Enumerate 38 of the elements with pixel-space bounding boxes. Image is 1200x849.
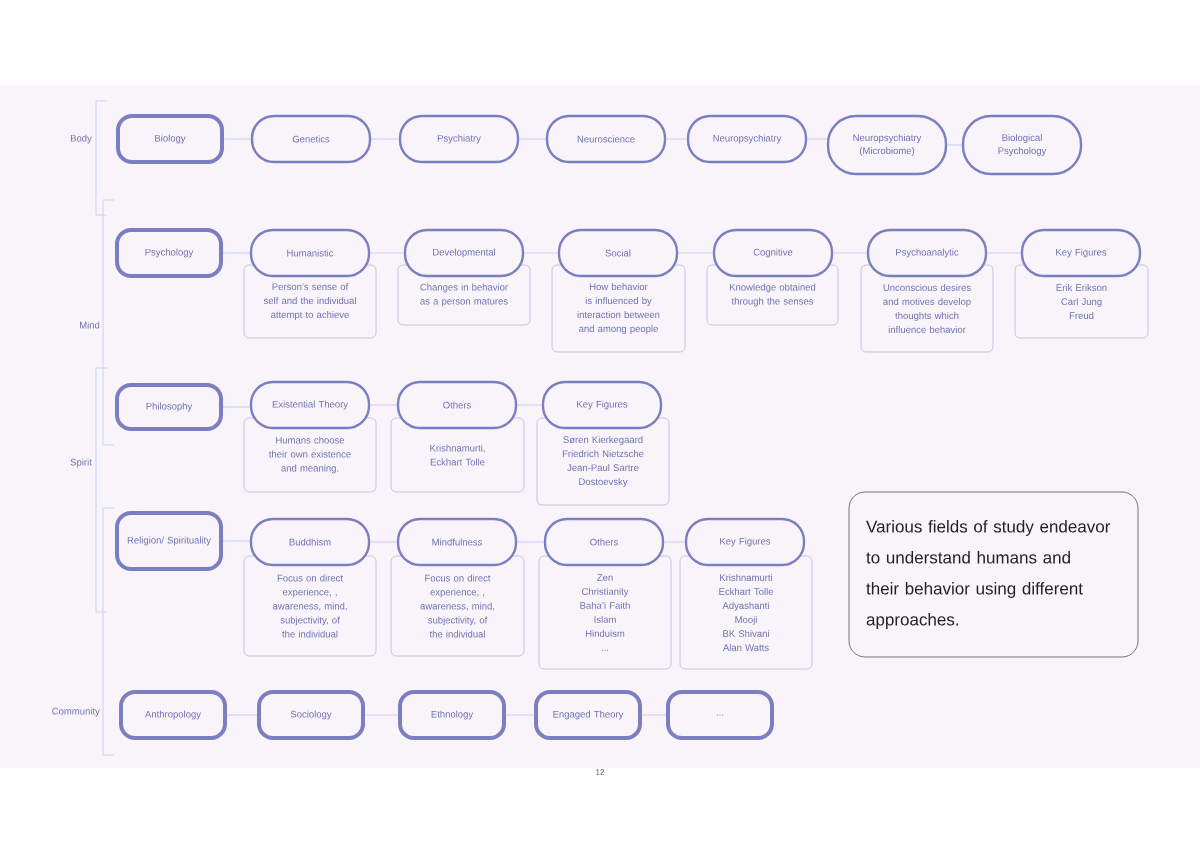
topic-pill: Mindfulness xyxy=(396,517,518,567)
category-box: Biology xyxy=(116,114,224,164)
category-box: Psychology xyxy=(115,228,223,278)
note-box: Various fields of study endeavor to understand humans and their behavior using different approaches. xyxy=(848,491,1139,658)
topic-pill: Developmental xyxy=(403,228,525,278)
group-label: Mind xyxy=(80,321,100,329)
topic-pill: Psychiatry xyxy=(398,114,520,164)
group-label: Spirit xyxy=(70,458,92,468)
category-box: Anthropology xyxy=(119,690,227,740)
topic-pill: Key Figures xyxy=(1020,228,1142,278)
category-box: Engaged Theory xyxy=(534,690,642,740)
topic-pill: Others xyxy=(543,517,665,567)
topic-pill: Neuropsychiatry xyxy=(686,114,808,164)
topic-pill: Genetics xyxy=(250,114,372,164)
topic-pill: Others xyxy=(396,380,518,430)
topic-pill: Existential Theory xyxy=(249,380,371,430)
topic-pill: Neuropsychiatry (Microbiome) xyxy=(826,114,948,176)
topic-pill: Key Figures xyxy=(541,380,663,430)
category-box: Religion/ Spirituality xyxy=(115,511,223,571)
topic-pill: Social xyxy=(557,228,679,278)
category-box: Ethnology xyxy=(398,690,506,740)
topic-pill: Psychoanalytic xyxy=(866,228,988,278)
category-box: Sociology xyxy=(257,690,365,740)
description-box: Zen Christianity Baha’i Faith Islam Hinduism ... xyxy=(538,555,672,670)
category-box: ... xyxy=(666,690,774,740)
group-label: Community xyxy=(52,707,100,717)
topic-pill: Cognitive xyxy=(712,228,834,278)
topic-pill: Humanistic xyxy=(249,228,371,278)
group-label: Body xyxy=(70,134,92,144)
description-box: Focus on direct experience, , awareness, mind, subjectivity, of the individual xyxy=(390,555,525,657)
description-box: Krishnamurti Eckhart Tolle Adyashanti Mooji BK Shivani Alan Watts xyxy=(679,555,813,670)
category-box: Philosophy xyxy=(115,383,223,431)
topic-pill: Key Figures xyxy=(684,517,806,567)
topic-pill: Biological Psychology xyxy=(961,114,1083,176)
description-box: Focus on direct experience, , awareness, mind, subjectivity, of the individual xyxy=(243,555,377,657)
topic-pill: Neuroscience xyxy=(545,114,667,164)
page-number: 12 xyxy=(596,769,605,775)
topic-pill: Buddhism xyxy=(249,517,371,567)
